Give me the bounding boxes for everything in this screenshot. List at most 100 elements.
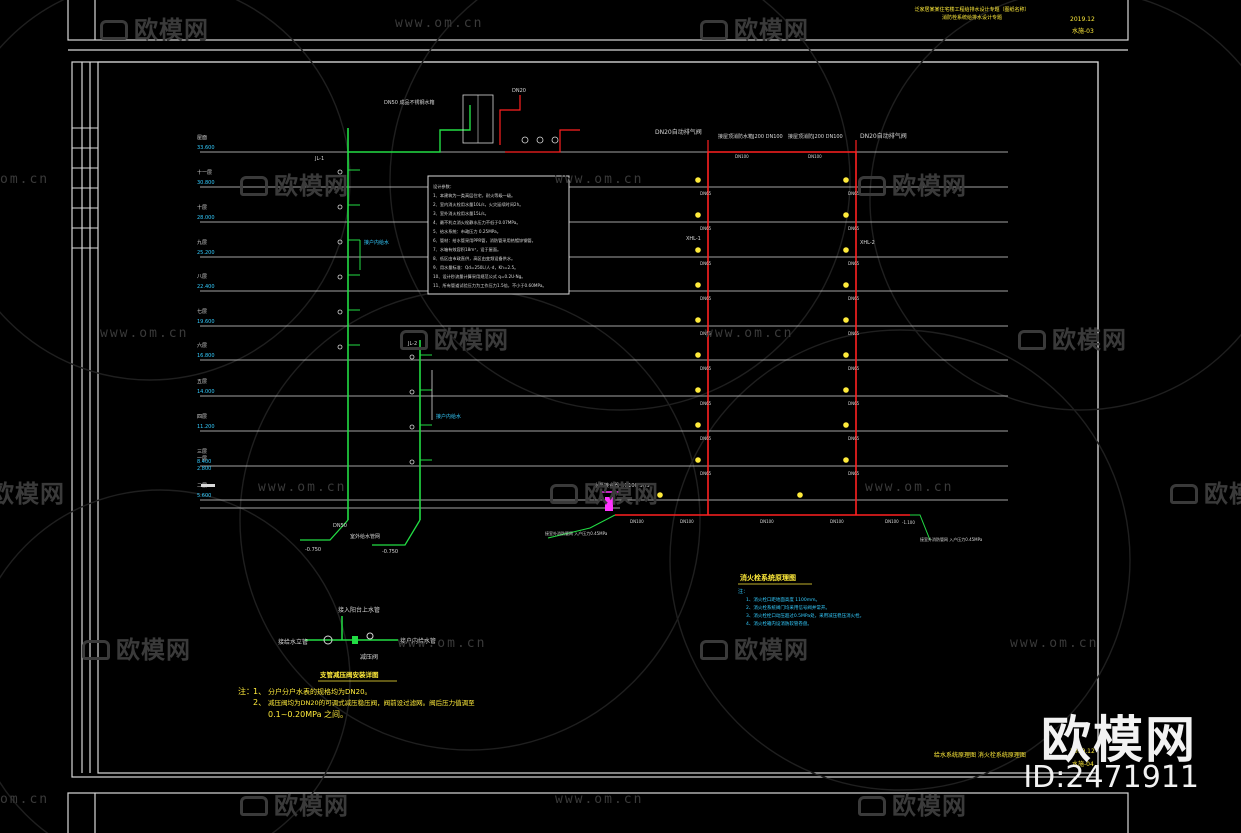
branch-size: DN65 <box>848 261 860 266</box>
top-pipe-left-label: 接屋顶消防水箱J200 DN100 <box>718 133 783 140</box>
supply-top-pipe <box>348 105 471 153</box>
design-note-line: 10、设计秒流量计算采用规范公式 q=0.2U·Ng。 <box>433 273 526 280</box>
floor-elevation: 11.200 <box>197 424 215 430</box>
sofa-icon <box>1170 484 1198 504</box>
branch-size: DN65 <box>848 436 860 441</box>
design-notes-box <box>427 175 570 295</box>
detail-valve-label: 减压阀 <box>360 653 378 661</box>
supply-inlet-1 <box>300 519 349 541</box>
fire-hydrant-icon <box>695 317 701 323</box>
sofa-icon <box>700 20 728 40</box>
supply-inlet-2 <box>372 519 421 546</box>
title-block-bottom-sheet-no: 水施-04 <box>1072 760 1094 768</box>
title-block-bottom: 给水系统原理图 消火栓系统原理图 <box>934 751 1026 759</box>
design-note-line: 2、室内消火栓用水量10L/s，火灾延续时间2h。 <box>433 201 523 208</box>
floor-label: 五层 <box>197 379 207 385</box>
brand-logo-text: 欧模网 <box>1041 711 1197 769</box>
fire-hydrant-icon <box>657 492 663 498</box>
fire-hydrant-icon <box>843 177 849 183</box>
title-block-line-2: 消防栓系统给排水设计专题 <box>942 14 1002 21</box>
inlet-elevation-1: -0.750 <box>305 547 321 553</box>
top-pipe-right-label: 接屋顶消防J200 DN100 <box>788 133 843 140</box>
pipe-size: DN100 <box>630 519 644 524</box>
branch-size: DN65 <box>700 401 712 406</box>
water-supply-system: 接户内给水接户内给水JL-1JL-2DN50室外给水管网-0.750-0.750… <box>300 88 580 555</box>
branch-size: DN65 <box>700 261 712 266</box>
supply-riser-2-label: JL-2 <box>407 341 417 347</box>
floor-label: 三层 <box>197 449 207 455</box>
outdoor-connection-left <box>547 514 616 539</box>
supply-riser-1-label: JL-1 <box>314 156 324 162</box>
floor-label: 十层 <box>197 204 207 211</box>
floor-label: 七层 <box>197 308 207 315</box>
watermark-brand: 欧模网 <box>400 320 509 355</box>
watermark-brand: 欧模网 <box>0 474 65 509</box>
detail-left-label: 接给水立管 <box>278 638 308 646</box>
watermark-brand: 欧模网 <box>82 630 191 665</box>
model-id-label: ID:2471911 <box>1023 760 1199 795</box>
inlet-elevation-2: -0.750 <box>382 549 398 555</box>
detail-right-label: 接户内给水管 <box>400 637 436 645</box>
sofa-icon <box>550 484 578 504</box>
floor-elevation: 33.600 <box>197 145 215 151</box>
title-block-date: 2019.12 <box>1070 16 1095 23</box>
main-sheet-inner-frame <box>97 61 1099 774</box>
bottom-sheet-frame <box>67 792 1129 833</box>
fire-hydrant-icon <box>695 247 701 253</box>
watermark-brand-text: 欧模网 <box>274 172 349 200</box>
water-meter-icon <box>337 344 343 350</box>
pipe-size: DN100 <box>680 519 694 524</box>
watermark-brand: 欧模网 <box>700 10 809 45</box>
floor-elevation: 30.800 <box>197 180 215 186</box>
sofa-icon <box>400 330 428 350</box>
branch-size: DN65 <box>700 366 712 371</box>
branch-size: DN65 <box>700 471 712 476</box>
floor-label: 九层 <box>197 239 207 246</box>
tank-to-fire-pipe <box>505 129 580 153</box>
water-meter-icon <box>409 424 415 430</box>
fire-hydrant-icon <box>695 422 701 428</box>
sofa-icon <box>700 640 728 660</box>
water-meter-icon <box>409 459 415 465</box>
design-note-line: 5、给水系统：市政压力 0.25MPa。 <box>433 228 501 235</box>
fire-hydrant-icon <box>843 282 849 288</box>
design-note-line: 设计参数： <box>433 183 454 190</box>
water-meter-icon <box>337 204 343 210</box>
detail-note-2: 减压阀均为DN20的可调式减压稳压阀，阀前设过滤网。阀后压力值调至 <box>268 698 475 707</box>
watermark-brand-text: 欧模网 <box>1204 480 1241 508</box>
fire-hydrant-icon <box>843 352 849 358</box>
watermark-brand-text: 欧模网 <box>434 326 509 354</box>
watermark-brand: 欧模网 <box>240 786 349 821</box>
detail-note-3: 0.1~0.20MPa 之间。 <box>268 709 348 719</box>
water-meter-icon <box>337 169 343 175</box>
watermark-brand-text: 欧模网 <box>274 792 349 820</box>
watermark-url: www.om.cn <box>1010 636 1099 651</box>
fire-hydrant-icon <box>695 457 701 463</box>
fire-riser-2-label: XHL-2 <box>860 240 875 246</box>
sofa-icon <box>240 176 268 196</box>
pump-adapter-icon <box>605 497 613 511</box>
watermark-url: www.om.cn <box>100 326 189 341</box>
title-block-line-1: 泛家居某某住宅楼工程给排水设计专题（图纸名称） <box>914 6 1029 13</box>
floor-label: 四层 <box>197 414 207 420</box>
floor-elevation: 28.000 <box>197 215 215 221</box>
pressure-valve-icon <box>352 636 358 644</box>
sofa-icon <box>82 640 110 660</box>
branch-size: DN65 <box>700 226 712 231</box>
design-note-line: 9、用水量标准：Qd=250L/人·d，Kh=2.5。 <box>433 264 518 271</box>
watermark-brand-text: 欧模网 <box>134 16 209 44</box>
floor-lines: 33.600屋面30.800十一层28.000十层25.200九层22.400八… <box>197 135 1008 509</box>
fire-diagram-title: 消火栓系统原理图 <box>740 573 796 582</box>
water-meter-icon <box>337 274 343 280</box>
fire-hydrant-icon <box>695 177 701 183</box>
water-meter-icon <box>409 354 415 360</box>
detail-top-label: 接入阳台上水管 <box>338 606 380 614</box>
gauge-icon <box>536 136 544 144</box>
watermark-url: om.cn <box>0 172 50 187</box>
fire-hydrant-icon <box>695 212 701 218</box>
title-block-bottom-date: 2019.12 <box>1070 748 1095 755</box>
fire-hydrant-icon <box>843 457 849 463</box>
fire-note: 3、消火栓栓口动压超过0.5MPa处，采用减压稳压消火栓。 <box>746 612 864 619</box>
design-note-line: 7、水箱有效容积18m³，设于屋面。 <box>433 246 501 253</box>
